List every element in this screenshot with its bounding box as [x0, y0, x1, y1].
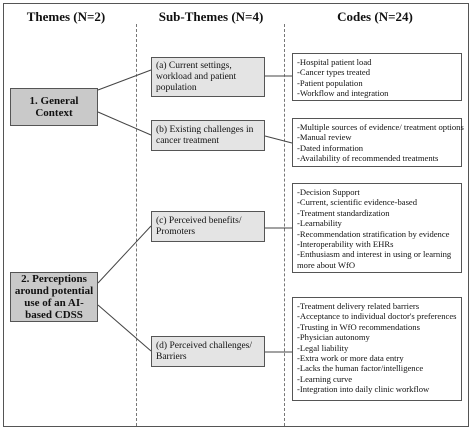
code-item: -Lacks the human factor/intelligence — [297, 363, 424, 374]
code-item: -Enthusiasm and interest in using or lea… — [297, 249, 452, 260]
header-themes: Themes (N=2) — [26, 9, 106, 24]
code-item: -Physician autonomy — [297, 332, 370, 343]
subtheme-box-b: (b) Existing challenges in cancer treatm… — [151, 120, 265, 151]
codes-box-c: -Decision Support -Current, scientific e… — [292, 183, 462, 273]
code-item: more about WfO — [297, 259, 356, 270]
code-item: -Trusting in WfO recommendations — [297, 321, 420, 332]
code-item: -Integration into daily clinic workflow — [297, 384, 430, 395]
code-item: -Multiple sources of evidence/ treatment… — [297, 122, 464, 132]
codes-box-b: -Multiple sources of evidence/ treatment… — [292, 118, 464, 167]
subtheme-a-label: (a) Current settings, workload and patie… — [156, 60, 237, 93]
column-divider-left — [136, 24, 137, 426]
header-codes: Codes (N=24) — [337, 9, 413, 24]
code-item: -Treatment delivery related barriers — [297, 301, 420, 311]
code-item: -Legal liability — [297, 342, 349, 353]
connector-sub-b-codes-b — [264, 135, 293, 144]
subtheme-c-label: (c) Perceived benefits/ Promoters — [156, 215, 242, 237]
code-item: -Learnability — [297, 218, 342, 229]
code-item: -Decision Support — [297, 187, 360, 197]
theme-box-general-context: 1. General Context — [10, 88, 98, 126]
code-item: -Interoperability with EHRs — [297, 239, 394, 250]
theme-box-perceptions: 2. Perceptions around potential use of a… — [10, 272, 98, 322]
code-item: -Hospital patient load — [297, 57, 372, 67]
connector-theme2-sub-c — [97, 225, 152, 284]
code-item: -Dated information — [297, 142, 364, 153]
subtheme-d-label: (d) Perceived challenges/ Barriers — [156, 340, 253, 362]
column-divider-right — [284, 24, 285, 426]
connector-theme1-sub-b — [97, 111, 152, 136]
code-item: -Recommendation stratification by eviden… — [297, 228, 450, 239]
code-item: -Acceptance to individual doctor's prefe… — [297, 311, 457, 322]
subtheme-box-a: (a) Current settings, workload and patie… — [151, 57, 265, 97]
code-item: -Manual review — [297, 132, 352, 143]
subtheme-b-label: (b) Existing challenges in cancer treatm… — [156, 124, 254, 146]
code-item: -Patient population — [297, 77, 363, 88]
subtheme-box-d: (d) Perceived challenges/ Barriers — [151, 336, 265, 367]
code-item: -Learning curve — [297, 373, 353, 384]
codes-box-a: -Hospital patient load -Cancer types tre… — [292, 53, 462, 101]
code-item: -Workflow and integration — [297, 88, 389, 99]
code-item: -Current, scientific evidence-based — [297, 197, 418, 208]
diagram-frame — [3, 3, 469, 427]
header-subthemes: Sub-Themes (N=4) — [158, 9, 264, 24]
code-item: -Availability of recommended treatments — [297, 153, 439, 164]
code-item: -Extra work or more data entry — [297, 353, 404, 364]
code-item: -Cancer types treated — [297, 67, 371, 78]
connector-theme2-sub-d — [97, 304, 152, 352]
subtheme-box-c: (c) Perceived benefits/ Promoters — [151, 211, 265, 242]
code-item: -Treatment standardization — [297, 207, 390, 218]
connector-theme1-sub-a — [97, 69, 152, 91]
codes-box-d: -Treatment delivery related barriers -Ac… — [292, 297, 462, 401]
